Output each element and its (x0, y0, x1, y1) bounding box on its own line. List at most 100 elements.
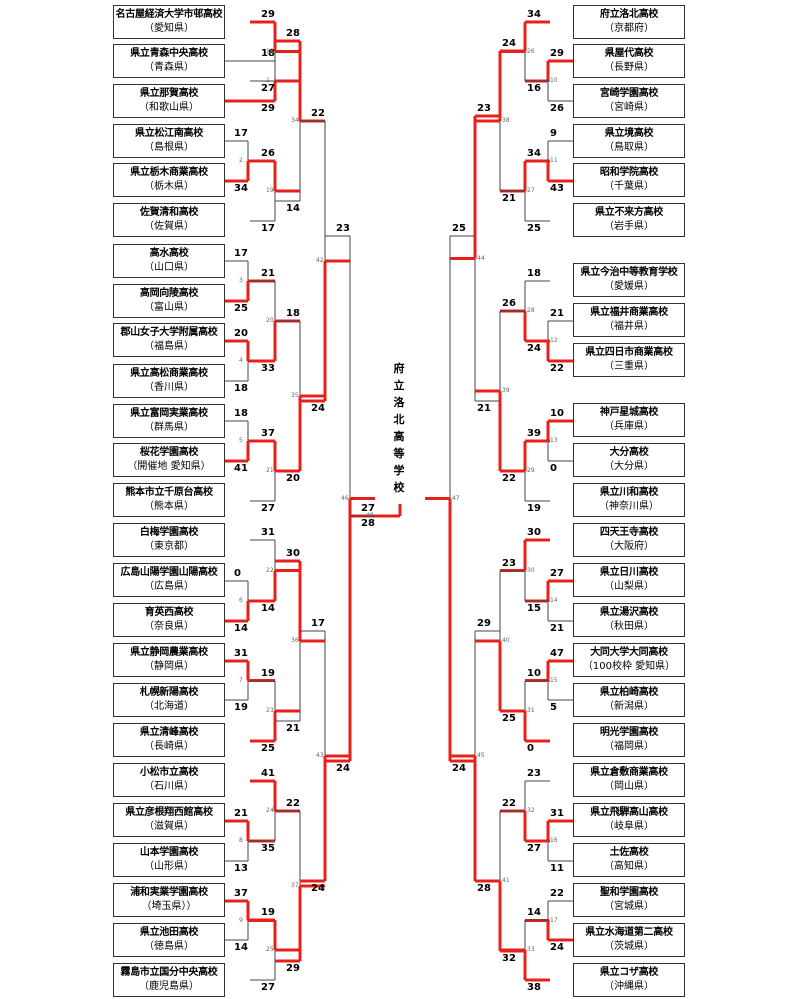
game-number: 12 (550, 337, 558, 344)
match-score: 22 (550, 363, 564, 374)
team-name: 大分高校 (609, 447, 649, 458)
team-prefecture: （長崎県） (144, 741, 194, 752)
team-box: 広島山陽学園山陽高校（広島県） (113, 563, 225, 597)
team-box: 県屋代高校（長野県） (573, 44, 685, 78)
match-score: 25 (261, 743, 275, 754)
match-score: 26 (550, 103, 564, 114)
team-prefecture: （熊本県） (144, 501, 194, 512)
team-name: 県立川和高校 (599, 487, 659, 498)
team-box: 霧島市立国分中央高校（鹿児島県） (113, 963, 225, 997)
host-title-char: 校 (393, 481, 405, 494)
team-name: 神戸星城高校 (599, 407, 659, 418)
team-prefecture: （福島県） (144, 341, 194, 352)
team-prefecture: （広島県） (144, 581, 194, 592)
team-prefecture: （愛媛県） (604, 281, 654, 292)
match-score: 18 (286, 308, 300, 319)
team-box: 明光学園高校（福岡県） (573, 723, 685, 757)
team-name: 県立四日市商業高校 (585, 347, 673, 358)
match-score: 9 (550, 128, 557, 139)
game-number: 46 (341, 494, 349, 502)
game-number: 22 (266, 566, 274, 574)
team-name: 山本学園高校 (139, 847, 199, 858)
game-number: 36 (291, 637, 299, 644)
match-score: 34 (234, 183, 248, 194)
game-number: 18 (266, 47, 274, 55)
host-title-char: 立 (393, 379, 405, 392)
team-box: 四天王寺高校（大阪府） (573, 523, 685, 557)
match-score: 37 (234, 888, 248, 899)
team-name: 名古屋経済大学市邨高校 (115, 9, 223, 20)
team-box: 桜花学園高校（開催地 愛知県） (113, 443, 225, 477)
match-score: 5 (550, 702, 557, 713)
team-box: 県立水海道第二高校 （茨城県） (573, 923, 685, 957)
team-name: 浦和実業学園高校 (130, 887, 208, 898)
team-box: 郡山女子大学附属高校（福島県） (113, 323, 225, 357)
team-name: 県立今治中等教育学校 (580, 267, 678, 278)
match-score: 31 (550, 808, 564, 819)
host-title-char: 高 (393, 430, 405, 443)
team-prefecture: （奈良県） (144, 621, 194, 632)
team-box: 高水高校（山口県） (113, 244, 225, 278)
team-name: 県立富岡実業高校 (130, 408, 208, 419)
match-score: 17 (234, 128, 248, 139)
match-score: 19 (261, 907, 275, 918)
team-prefecture: （北海道） (144, 701, 194, 712)
team-prefecture: （滋賀県） (144, 821, 194, 832)
team-box: 熊本市立千原台高校（熊本県） (113, 483, 225, 517)
team-prefecture: （岡山県） (604, 781, 654, 792)
match-score: 31 (234, 648, 248, 659)
match-score: 19 (261, 668, 275, 679)
game-number: 5 (239, 437, 243, 444)
team-name: 土佐高校 (609, 847, 649, 858)
team-name: 札幌新陽高校 (139, 687, 199, 698)
game-number: 25 (266, 946, 274, 953)
team-prefecture: （宮崎県） (604, 102, 654, 113)
match-score: 22 (311, 108, 325, 119)
game-number: 41 (502, 877, 510, 884)
match-score: 24 (452, 763, 466, 774)
team-prefecture: （埼玉県）） (141, 901, 197, 912)
team-name: 高水高校 (149, 248, 189, 259)
match-score: 21 (502, 193, 516, 204)
game-number: 29 (527, 467, 535, 474)
team-prefecture: （鹿児島県） (139, 981, 199, 992)
match-score: 29 (261, 9, 275, 20)
match-score: 11 (550, 863, 564, 874)
team-name: 県立彦根翔西館高校 (125, 807, 213, 818)
game-number: 40 (502, 637, 510, 644)
team-name: 県立水海道第二高校 (585, 927, 673, 938)
team-prefecture: （香川県） (144, 382, 194, 393)
team-box: 高岡向陵高校（富山県） (113, 284, 225, 318)
game-number: 38 (502, 117, 510, 124)
team-prefecture: （和歌山県） (139, 102, 199, 113)
team-name: 県立那賀高校 (139, 88, 199, 99)
team-box: 県立那賀高校 （和歌山県） (113, 84, 225, 118)
team-prefecture: （大分県） (604, 461, 654, 472)
team-box: 大分高校 （大分県） (573, 443, 685, 477)
match-score: 33 (261, 363, 275, 374)
team-name: 県立福井商業高校 (590, 307, 668, 318)
game-number: 11 (550, 157, 558, 164)
team-box: 県立静岡農業高校（静岡県） (113, 643, 225, 677)
match-score: 10 (527, 668, 541, 679)
game-number: 15 (550, 676, 558, 684)
team-prefecture: （京都府） (604, 23, 654, 34)
match-score: 25 (234, 303, 248, 314)
team-name: 県立コザ高校 (599, 967, 659, 978)
match-score: 41 (234, 463, 248, 474)
match-score: 28 (286, 28, 300, 39)
game-number: 20 (266, 317, 274, 324)
team-box: 大同大学大同高校（100校枠 愛知県） (573, 643, 685, 677)
team-prefecture: （茨城県） (604, 941, 654, 952)
game-number: 44 (477, 254, 485, 262)
team-prefecture: （佐賀県） (144, 221, 194, 232)
game-number: 37 (291, 882, 299, 889)
team-name: 佐賀清和高校 (139, 207, 199, 218)
match-score: 14 (286, 203, 300, 214)
game-number: 45 (477, 752, 485, 759)
match-score: 29 (550, 48, 564, 59)
match-score: 24 (311, 883, 325, 894)
match-score: 0 (550, 463, 557, 474)
match-score: 23 (502, 558, 516, 569)
